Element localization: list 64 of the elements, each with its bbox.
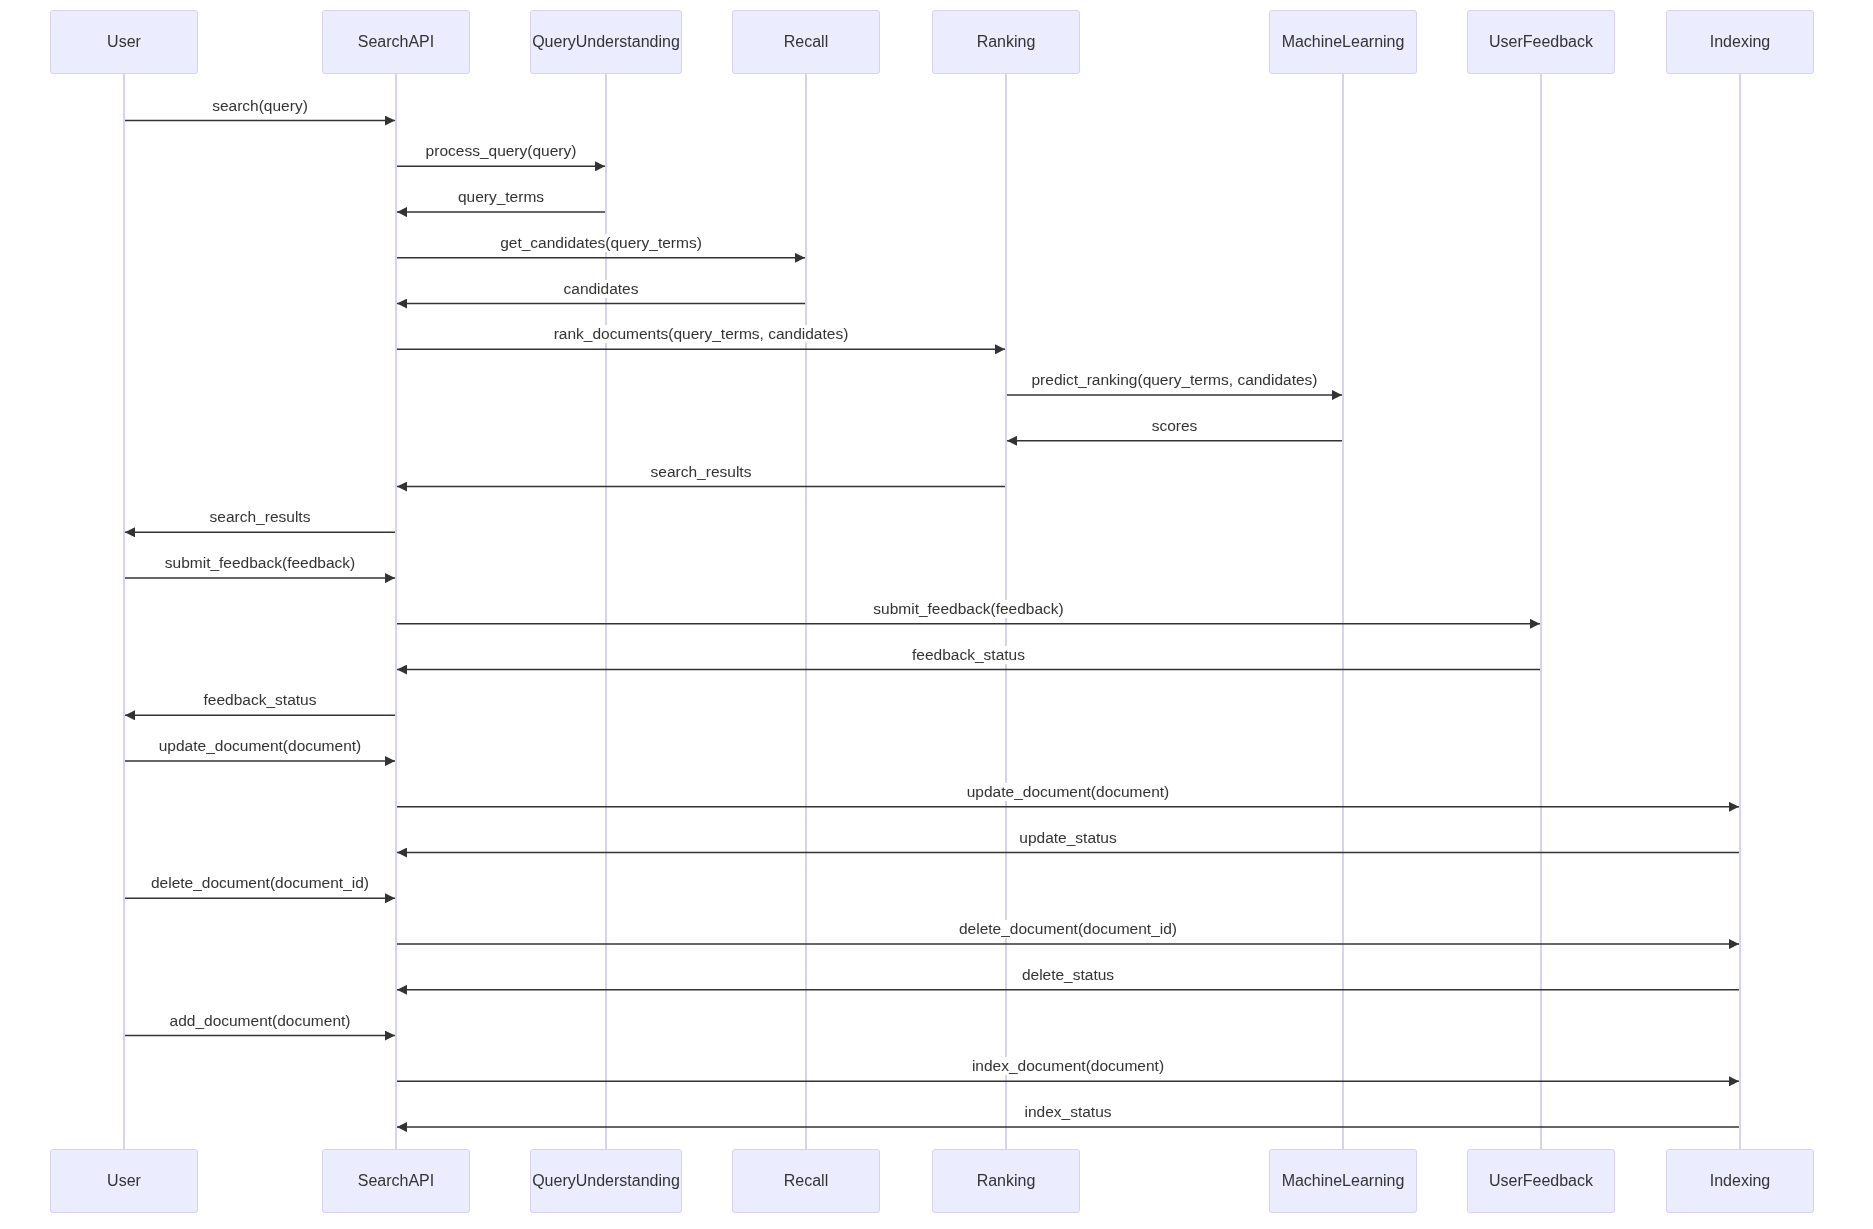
lifeline <box>395 74 397 1149</box>
participant-box <box>1467 1149 1615 1213</box>
message-arrow <box>396 664 1541 675</box>
message-arrow <box>124 710 396 721</box>
lifeline <box>1739 74 1741 1149</box>
message-arrow <box>396 298 806 309</box>
participant-name: SearchAPI <box>357 33 435 51</box>
participant-box <box>932 1149 1080 1213</box>
participant-name: Recall <box>783 33 829 51</box>
message-arrow <box>124 1030 396 1041</box>
participant-name: User <box>107 1172 141 1190</box>
participant-name: MachineLearning <box>1281 1172 1405 1190</box>
participant-box <box>1666 10 1814 74</box>
participant-name: UserFeedback <box>1488 1172 1593 1190</box>
message-label: feedback_status <box>909 645 1028 664</box>
message-arrow <box>396 1122 1740 1133</box>
participant-box <box>1666 1149 1814 1213</box>
message-arrow <box>396 801 1740 812</box>
lifeline <box>805 74 807 1149</box>
participant-box <box>322 10 470 74</box>
message-arrow <box>124 527 396 538</box>
participant-box <box>1467 10 1615 74</box>
message-arrow <box>396 939 1740 950</box>
participant-box <box>50 10 198 74</box>
participant-name: SearchAPI <box>357 1172 435 1190</box>
participant-name: QueryUnderstanding <box>532 1172 680 1190</box>
message-arrow <box>396 984 1740 995</box>
participant-name: User <box>107 33 141 51</box>
participant-box <box>530 1149 682 1213</box>
participant-box <box>322 1149 470 1213</box>
participant-name: Recall <box>783 1172 829 1190</box>
participant-name: Ranking <box>976 33 1036 51</box>
message-arrow <box>1006 390 1343 401</box>
message-arrow <box>124 115 396 126</box>
message-arrow <box>1006 435 1343 446</box>
lifeline <box>605 74 607 1149</box>
participant-name: QueryUnderstanding <box>532 33 680 51</box>
participant-box <box>932 10 1080 74</box>
participant-name: Indexing <box>1709 1172 1771 1190</box>
message-arrow <box>396 161 606 172</box>
participant-box <box>50 1149 198 1213</box>
participant-box <box>1269 10 1417 74</box>
message-arrow <box>124 756 396 767</box>
message-arrow <box>124 893 396 904</box>
lifeline <box>1342 74 1344 1149</box>
lifeline <box>1540 74 1542 1149</box>
lifeline <box>1005 74 1007 1149</box>
message-arrow <box>396 252 806 263</box>
participant-box <box>732 10 880 74</box>
message-arrow <box>396 481 1006 492</box>
participant-box <box>732 1149 880 1213</box>
participant-name: Ranking <box>976 1172 1036 1190</box>
participant-box <box>1269 1149 1417 1213</box>
message-arrow <box>396 344 1006 355</box>
participant-name: Indexing <box>1709 33 1771 51</box>
participant-name: UserFeedback <box>1488 33 1593 51</box>
message-arrow <box>396 847 1740 858</box>
message-arrow <box>396 207 606 218</box>
message-arrow <box>396 618 1541 629</box>
message-arrow <box>396 1076 1740 1087</box>
message-arrow <box>124 573 396 584</box>
lifeline <box>123 74 125 1149</box>
participant-name: MachineLearning <box>1281 33 1405 51</box>
participant-box <box>530 10 682 74</box>
